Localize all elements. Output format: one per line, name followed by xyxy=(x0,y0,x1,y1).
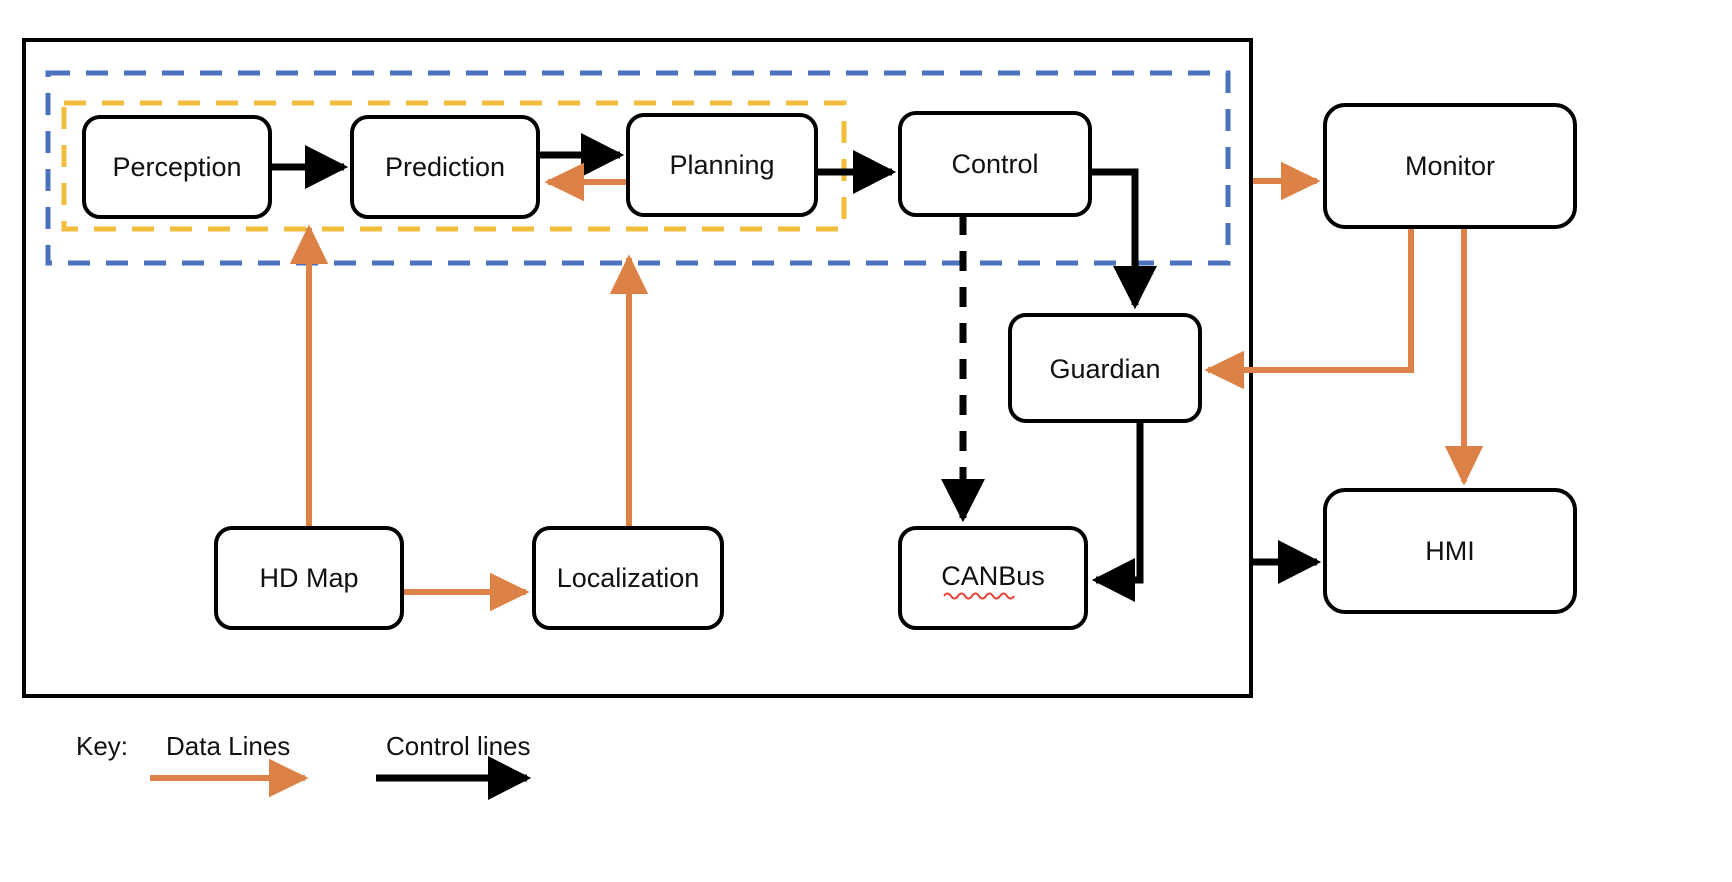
node-prediction-label: Prediction xyxy=(385,152,505,182)
node-guardian-label: Guardian xyxy=(1049,354,1160,384)
node-hmi-label: HMI xyxy=(1425,536,1475,566)
node-localization[interactable]: Localization xyxy=(532,526,724,630)
node-canbus-box[interactable] xyxy=(898,526,1088,630)
node-canbus-label: CANBus xyxy=(941,561,1045,591)
node-hmi[interactable]: HMI xyxy=(1323,488,1577,614)
edge-control-to-guardian xyxy=(1090,168,1158,310)
legend: Key: Data Lines Control lines xyxy=(76,731,532,801)
node-localization-box[interactable] xyxy=(532,526,724,630)
node-perception-box[interactable] xyxy=(82,115,272,219)
node-planning[interactable]: Planning xyxy=(626,113,818,217)
node-control[interactable]: Control xyxy=(898,111,1092,217)
edge-guardian-to-canbus xyxy=(1091,421,1144,603)
node-hd-map[interactable]: HD Map xyxy=(214,526,404,630)
node-prediction[interactable]: Prediction xyxy=(350,115,540,219)
node-monitor-box[interactable] xyxy=(1323,103,1577,229)
node-guardian-box[interactable] xyxy=(1008,313,1202,423)
node-prediction-box[interactable] xyxy=(350,115,540,219)
node-planning-box[interactable] xyxy=(626,113,818,217)
node-perception[interactable]: Perception xyxy=(82,115,272,219)
node-hmi-box[interactable] xyxy=(1323,488,1577,614)
node-hd-map-label: HD Map xyxy=(259,563,358,593)
node-control-label: Control xyxy=(951,149,1038,179)
node-hd-map-box[interactable] xyxy=(214,526,404,630)
legend-control-lines-label: Control lines xyxy=(386,731,531,761)
node-guardian[interactable]: Guardian xyxy=(1008,313,1202,423)
group-inner-dashed-box xyxy=(61,100,847,232)
node-planning-label: Planning xyxy=(669,150,774,180)
legend-data-lines-label: Data Lines xyxy=(166,731,290,761)
edge-monitor-to-guardian xyxy=(1204,227,1414,390)
node-canbus[interactable]: CANBus xyxy=(898,526,1088,630)
node-monitor-label: Monitor xyxy=(1405,151,1495,181)
spellcheck-squiggle-icon xyxy=(943,592,1015,600)
legend-key-label: Key: xyxy=(76,731,128,761)
node-perception-label: Perception xyxy=(112,152,241,182)
node-localization-label: Localization xyxy=(557,563,700,593)
node-monitor[interactable]: Monitor xyxy=(1323,103,1577,229)
node-control-box[interactable] xyxy=(898,111,1092,217)
